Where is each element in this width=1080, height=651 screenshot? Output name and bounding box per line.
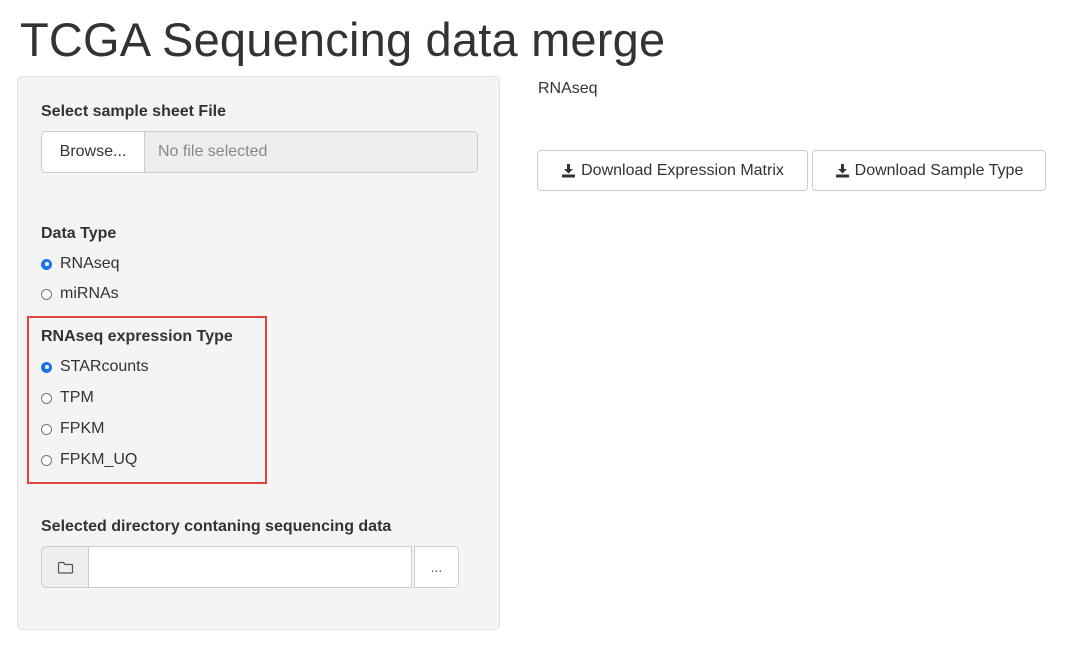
page-title: TCGA Sequencing data merge [20, 13, 666, 66]
directory-input-group: ... [41, 546, 459, 588]
download-expression-matrix-button[interactable]: Download Expression Matrix [537, 150, 808, 191]
expression-type-label: RNAseq expression Type [41, 328, 233, 345]
radio-label: TPM [60, 389, 94, 406]
download-icon [561, 163, 576, 178]
highlight-box [27, 316, 267, 484]
radio-unchecked-icon[interactable] [41, 423, 52, 435]
data-type-label: Data Type [41, 225, 117, 242]
sidebar-panel: Select sample sheet File Browse... No fi… [17, 76, 500, 630]
radio-expression-fpkm-uq[interactable]: FPKM_UQ [41, 451, 137, 469]
radio-label: RNAseq [60, 255, 120, 272]
radio-label: miRNAs [60, 285, 119, 302]
radio-label: STARcounts [60, 358, 149, 375]
radio-checked-icon[interactable] [41, 361, 52, 373]
file-name-display: No file selected [145, 132, 477, 172]
radio-expression-fpkm[interactable]: FPKM [41, 420, 104, 438]
folder-icon[interactable] [41, 546, 88, 588]
radio-label: FPKM_UQ [60, 451, 138, 468]
radio-data-type-mirnas[interactable]: miRNAs [41, 285, 119, 303]
download-sample-type-label: Download Sample Type [854, 161, 1024, 179]
radio-expression-tpm[interactable]: TPM [41, 389, 94, 407]
radio-checked-icon[interactable] [41, 258, 52, 270]
radio-label: FPKM [60, 420, 105, 437]
download-expression-matrix-label: Download Expression Matrix [581, 161, 784, 179]
sample-sheet-file-input: Browse... No file selected [41, 131, 478, 173]
radio-unchecked-icon[interactable] [41, 392, 52, 404]
radio-expression-starcounts[interactable]: STARcounts [41, 358, 149, 376]
download-sample-type-button[interactable]: Download Sample Type [812, 150, 1046, 191]
radio-data-type-rnaseq[interactable]: RNAseq [41, 255, 120, 273]
directory-label: Selected directory contaning sequencing … [41, 518, 392, 535]
data-type-output: RNAseq [538, 80, 598, 97]
radio-unchecked-icon[interactable] [41, 454, 52, 466]
directory-path-input[interactable] [88, 546, 412, 588]
browse-directory-button[interactable]: ... [414, 546, 459, 588]
radio-unchecked-icon[interactable] [41, 288, 52, 300]
download-icon [835, 163, 850, 178]
sample-sheet-label: Select sample sheet File [41, 103, 226, 120]
browse-button[interactable]: Browse... [42, 132, 145, 172]
